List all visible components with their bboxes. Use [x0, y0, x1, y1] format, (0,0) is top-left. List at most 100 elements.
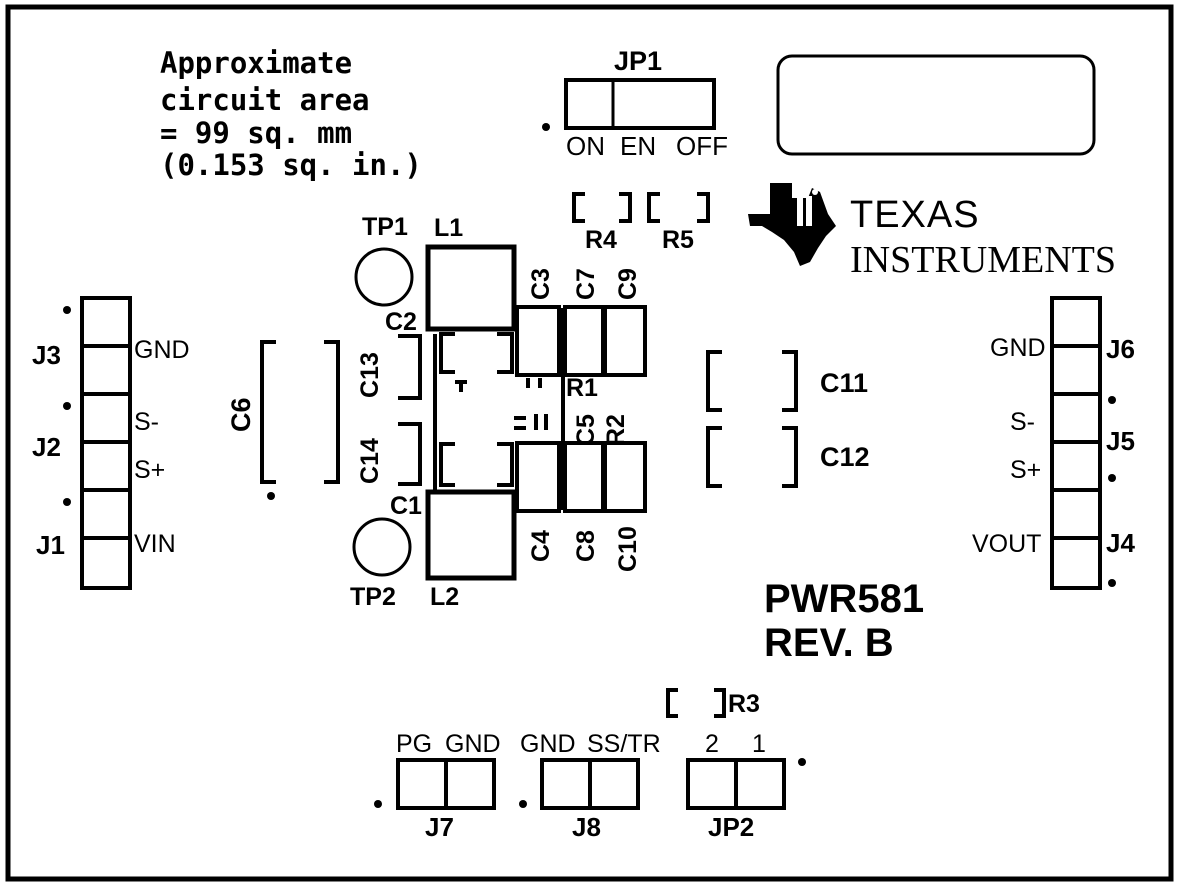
r5-label: R5 — [662, 226, 694, 254]
left-s-plus-label: S+ — [134, 456, 165, 484]
c12-label: C12 — [820, 442, 870, 472]
capacitor-c7 — [563, 305, 605, 377]
j3-pin-dot — [63, 306, 71, 314]
left-vin-label: VIN — [134, 530, 176, 558]
capacitor-c8 — [563, 441, 605, 513]
r1-label: R1 — [566, 374, 598, 402]
area-note: Approximate circuit area = 99 sq. mm (0.… — [160, 46, 422, 182]
j4-pin-dot — [1108, 579, 1116, 587]
l1-label: L1 — [434, 214, 463, 242]
j8-gnd-label: GND — [520, 730, 576, 758]
c5-label: C5 — [572, 414, 600, 446]
j1-label: J1 — [36, 530, 65, 560]
j1-pin-dot — [63, 498, 71, 506]
texas-state-icon — [748, 183, 836, 266]
capacitor-c3 — [515, 305, 561, 377]
j7-label: J7 — [425, 812, 454, 842]
resistor-r5 — [647, 192, 710, 223]
right-s-plus-label: S+ — [1010, 456, 1041, 484]
jumper-jp2 — [686, 758, 786, 810]
jp1-label: JP1 — [614, 46, 662, 76]
pg-label: PG — [396, 730, 432, 758]
j3-label: J3 — [32, 340, 61, 370]
j8-pin-dot — [519, 800, 527, 808]
j5-pin-dot-2 — [1108, 474, 1116, 482]
j6-label: J6 — [1106, 334, 1135, 364]
jp2-pin2-label: 2 — [705, 730, 719, 758]
capacitor-c12 — [706, 426, 798, 488]
connector-j8 — [540, 758, 640, 810]
j8-label: J8 — [572, 812, 601, 842]
jp1-off: OFF — [676, 131, 728, 161]
j7-gnd-label: GND — [445, 730, 501, 758]
label-box — [776, 54, 1096, 156]
capacitor-c10 — [603, 441, 647, 513]
connector-j7 — [396, 758, 496, 810]
jp2-pin1-label: 1 — [752, 730, 766, 758]
c11-label: C11 — [820, 368, 868, 398]
inductor-l2 — [425, 489, 517, 581]
right-gnd-label: GND — [990, 334, 1046, 362]
ti-text-2: Instruments — [850, 239, 1116, 281]
note-line-1: Approximate — [160, 46, 352, 80]
c6-label: C6 — [226, 397, 256, 432]
c3-label: C3 — [527, 268, 555, 300]
resistor-r3 — [666, 688, 726, 718]
note-line-4: (0.153 sq. in.) — [160, 148, 422, 182]
jp1-on: ON — [566, 131, 605, 161]
capacitor-c13 — [398, 334, 422, 400]
c2-label: C2 — [385, 308, 417, 336]
c6-pin-dot — [267, 492, 275, 500]
c14-label: C14 — [356, 438, 384, 484]
capacitor-c11 — [706, 350, 798, 412]
c1-label: C1 — [390, 492, 422, 520]
j2-label: J2 — [32, 432, 61, 462]
tp1-label: TP1 — [362, 213, 408, 241]
test-point-tp2 — [352, 517, 412, 577]
c7-label: C7 — [572, 268, 600, 300]
capacitor-c9 — [603, 305, 647, 377]
ic-body — [433, 308, 565, 510]
c13-label: C13 — [356, 352, 384, 398]
c8-label: C8 — [572, 530, 600, 562]
test-point-tp1 — [354, 247, 414, 307]
capacitor-c14 — [398, 422, 422, 486]
board-revision: REV. B — [764, 621, 894, 665]
sstr-label: SS/TR — [587, 730, 661, 758]
board-outline — [5, 4, 1174, 882]
right-connector-strip — [1050, 296, 1102, 590]
ti-text-1: Texas — [850, 194, 980, 236]
resistor-r4 — [572, 192, 632, 223]
note-line-2: circuit area — [160, 83, 370, 117]
left-gnd-label: GND — [134, 336, 190, 364]
ti-logo: Texas Instruments — [748, 183, 1116, 281]
tp2-label: TP2 — [350, 583, 396, 611]
jp2-pin-dot — [798, 758, 806, 766]
j7-pin-dot — [374, 800, 382, 808]
right-s-minus-label: S- — [1010, 408, 1035, 436]
left-connector-strip — [80, 296, 132, 590]
left-s-minus-label: S- — [134, 408, 159, 436]
j2-pin-dot — [63, 402, 71, 410]
capacitor-c4 — [515, 441, 561, 513]
j5-label: J5 — [1106, 426, 1135, 456]
c10-label: C10 — [614, 526, 642, 572]
r4-label: R4 — [585, 226, 617, 254]
l2-label: L2 — [430, 583, 459, 611]
jp2-label: JP2 — [708, 812, 754, 842]
c4-label: C4 — [527, 530, 555, 562]
jp1-en: EN — [620, 131, 656, 161]
j4-label: J4 — [1106, 528, 1135, 558]
r3-label: R3 — [728, 690, 760, 718]
capacitor-c6 — [260, 340, 340, 484]
jumper-jp1: JP1 ON EN OFF — [542, 46, 728, 161]
pin1-dot — [542, 123, 550, 131]
inductor-l1 — [425, 244, 517, 332]
c9-label: C9 — [614, 268, 642, 300]
note-line-3: = 99 sq. mm — [160, 116, 352, 150]
right-vout-label: VOUT — [972, 530, 1041, 558]
board-name: PWR581 — [764, 577, 924, 621]
r2-label: R2 — [602, 414, 630, 446]
j5-pin-dot — [1108, 396, 1116, 404]
